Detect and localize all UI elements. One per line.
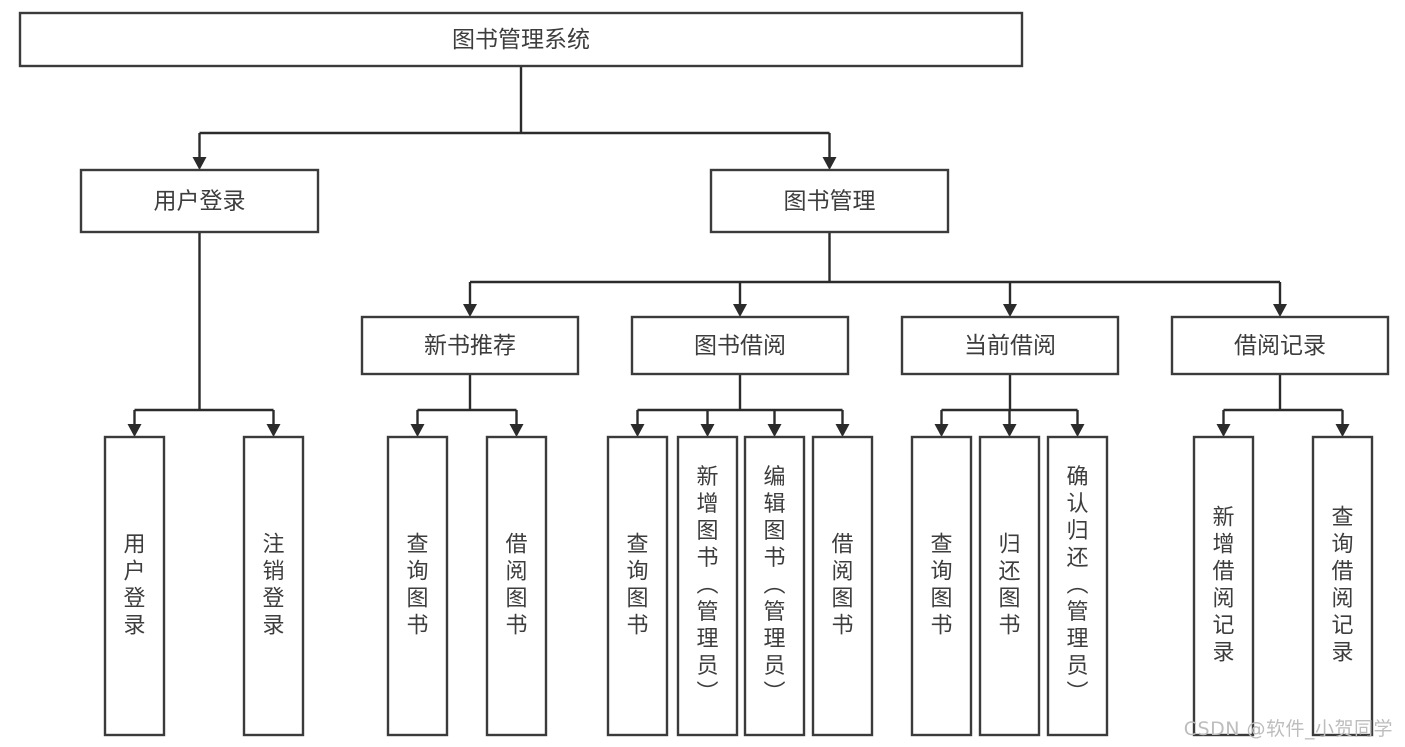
node-borrow[interactable]: 图书借阅: [630, 315, 850, 376]
node-leaf-borrow-book-2[interactable]: 借阅图书: [811, 435, 874, 737]
node-leaf-confirm-return[interactable]: 确认归还︵管理员︶: [1046, 435, 1109, 737]
node-box-leaf-query-book-3: [910, 435, 973, 737]
node-leaf-add-book[interactable]: 新增图书︵管理员︶: [676, 435, 739, 737]
arrow-head-leaf-borrow-book-2: [835, 424, 850, 437]
node-label-root: 图书管理系统: [452, 27, 590, 53]
node-leaf-return-book[interactable]: 归还图书: [978, 435, 1041, 737]
node-label-leaf-return-book: 归还图书: [998, 533, 1020, 639]
node-leaf-user-login[interactable]: 用户登录: [103, 435, 166, 737]
node-box-login: [79, 168, 320, 234]
node-layer: 图书管理系统用户登录图书管理新书推荐图书借阅当前借阅借阅记录用户登录注销登录查询…: [18, 11, 1390, 737]
node-label-leaf-add-book: 新增图书︵管理员︶: [696, 465, 718, 706]
node-label-current: 当前借阅: [964, 333, 1056, 359]
node-label-leaf-query-book-2: 查询图书: [626, 533, 648, 639]
node-box-leaf-add-record: [1192, 435, 1255, 737]
node-box-current: [900, 315, 1120, 376]
node-root[interactable]: 图书管理系统: [18, 11, 1024, 68]
arrow-head-borrow: [733, 304, 747, 317]
connector-layer: [127, 66, 1350, 437]
arrow-head-leaf-borrow-book-1: [509, 424, 524, 437]
node-label-leaf-confirm-return: 确认归还︵管理员︶: [1066, 465, 1088, 706]
node-current[interactable]: 当前借阅: [900, 315, 1120, 376]
arrow-head-login: [192, 157, 207, 170]
arrow-head-leaf-logout: [266, 424, 281, 437]
node-label-leaf-logout: 注销登录: [262, 533, 284, 639]
node-label-newbook: 新书推荐: [424, 333, 516, 359]
node-label-leaf-query-book-3: 查询图书: [930, 533, 952, 639]
node-box-leaf-borrow-book-1: [485, 435, 548, 737]
arrow-head-leaf-query-book-2: [630, 424, 645, 437]
node-label-leaf-query-record: 查询借阅记录: [1331, 506, 1353, 666]
node-box-borrow: [630, 315, 850, 376]
arrow-head-bookmgmt: [822, 157, 837, 170]
node-box-bookmgmt: [709, 168, 950, 234]
node-label-leaf-borrow-book-1: 借阅图书: [505, 533, 527, 639]
node-leaf-query-book-3[interactable]: 查询图书: [910, 435, 973, 737]
node-records[interactable]: 借阅记录: [1170, 315, 1390, 376]
node-label-leaf-borrow-book-2: 借阅图书: [831, 533, 853, 639]
node-login[interactable]: 用户登录: [79, 168, 320, 234]
node-leaf-edit-book[interactable]: 编辑图书︵管理员︶: [743, 435, 806, 737]
node-label-borrow: 图书借阅: [694, 333, 786, 359]
arrow-head-current: [1003, 304, 1017, 317]
node-leaf-logout[interactable]: 注销登录: [242, 435, 305, 737]
node-box-leaf-logout: [242, 435, 305, 737]
node-box-leaf-edit-book: [743, 435, 806, 737]
arrow-head-leaf-confirm-return: [1070, 424, 1085, 437]
node-label-leaf-user-login: 用户登录: [123, 533, 145, 639]
watermark: CSDN @软件_小贺同学: [1183, 718, 1393, 740]
node-label-leaf-edit-book: 编辑图书︵管理员︶: [763, 465, 785, 706]
arrow-head-leaf-edit-book: [767, 424, 782, 437]
arrow-head-leaf-query-book-3: [934, 424, 949, 437]
arrow-head-leaf-add-record: [1216, 424, 1231, 437]
node-box-leaf-add-book: [676, 435, 739, 737]
arrow-head-leaf-add-book: [700, 424, 715, 437]
node-leaf-query-record[interactable]: 查询借阅记录: [1311, 435, 1374, 737]
node-box-newbook: [360, 315, 580, 376]
node-leaf-query-book-2[interactable]: 查询图书: [606, 435, 669, 737]
node-box-leaf-query-book-2: [606, 435, 669, 737]
node-box-leaf-return-book: [978, 435, 1041, 737]
node-bookmgmt[interactable]: 图书管理: [709, 168, 950, 234]
node-label-leaf-add-record: 新增借阅记录: [1212, 506, 1234, 666]
node-leaf-borrow-book-1[interactable]: 借阅图书: [485, 435, 548, 737]
arrow-head-leaf-user-login: [127, 424, 142, 437]
node-box-root: [18, 11, 1024, 68]
node-leaf-add-record[interactable]: 新增借阅记录: [1192, 435, 1255, 737]
node-box-leaf-user-login: [103, 435, 166, 737]
node-leaf-query-book-1[interactable]: 查询图书: [386, 435, 449, 737]
arrow-head-newbook: [463, 304, 477, 317]
node-box-leaf-borrow-book-2: [811, 435, 874, 737]
node-newbook[interactable]: 新书推荐: [360, 315, 580, 376]
node-box-leaf-query-book-1: [386, 435, 449, 737]
node-box-leaf-confirm-return: [1046, 435, 1109, 737]
node-box-leaf-query-record: [1311, 435, 1374, 737]
node-label-records: 借阅记录: [1234, 333, 1326, 359]
arrow-head-leaf-query-book-1: [410, 424, 425, 437]
arrow-head-records: [1273, 304, 1287, 317]
node-label-bookmgmt: 图书管理: [784, 189, 876, 215]
arrow-head-leaf-query-record: [1335, 424, 1350, 437]
node-label-leaf-query-book-1: 查询图书: [406, 533, 428, 639]
node-box-records: [1170, 315, 1390, 376]
node-label-login: 用户登录: [154, 189, 246, 215]
arrow-head-leaf-return-book: [1002, 424, 1017, 437]
